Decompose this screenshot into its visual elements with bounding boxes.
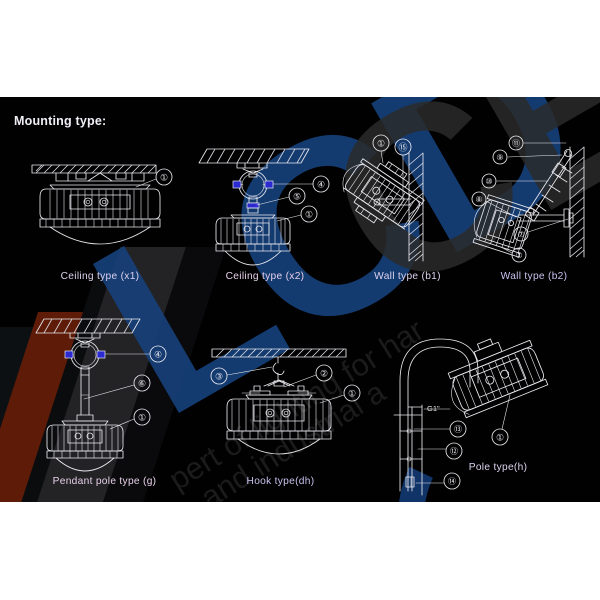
caption-ceiling-x1: Ceiling type (x1) (60, 271, 140, 282)
svg-text:⑦: ⑦ (517, 230, 524, 239)
svg-text:①: ① (377, 139, 385, 149)
mounting-brackets (55, 172, 145, 182)
luminaire-body-tilted (342, 158, 425, 230)
callout-10: ⑩ (481, 173, 549, 189)
svg-text:⑤: ⑤ (293, 192, 301, 202)
caption-pole-h: Pole type(h) (468, 462, 528, 473)
wall-surface (569, 146, 585, 258)
svg-text:⑪: ⑪ (512, 139, 520, 148)
callout-4: ④ (272, 175, 330, 193)
drawing-ceiling-x2: ④ ⑤ ① (198, 148, 330, 266)
callout-13: ⑬ (413, 420, 467, 438)
callout-1: ① (135, 168, 173, 188)
drawing-wall-b2: ⑪ ⑨ ⑩ ⑧ (471, 135, 585, 263)
callout-8: ⑧ (471, 191, 517, 218)
caption-hook-dh: Hook type(dh) (246, 476, 315, 487)
wall-surface (408, 152, 424, 262)
hook-assembly (241, 356, 317, 396)
callout-14: ⑭ (415, 472, 461, 490)
figure-wall-b1: ① ⑮ Wall type (b1) (335, 129, 480, 282)
ceiling-surface (35, 318, 141, 334)
caption-wall-b2: Wall type (b2) (500, 271, 568, 282)
svg-text:①: ① (515, 251, 522, 260)
figure-pole-h: G1" (378, 319, 588, 499)
svg-text:⑨: ⑨ (496, 153, 503, 162)
luminaire-body (46, 420, 124, 472)
callout-1: ① (109, 408, 151, 430)
caption-pendant-pole-g: Pendant pole type (g) (52, 476, 157, 487)
svg-text:⑩: ⑩ (485, 177, 492, 186)
ceiling-surface (31, 164, 157, 174)
svg-text:①: ① (160, 173, 168, 183)
svg-text:⑬: ⑬ (454, 425, 462, 434)
luminaire-body (39, 184, 161, 245)
svg-text:③: ③ (215, 372, 223, 382)
figure-hook-dh: ③ ② ① Hook type(dh) (198, 345, 363, 487)
luminaire-body-tilted (472, 194, 535, 258)
adjustable-strut (524, 149, 573, 222)
pole-mount-plate: G1" (393, 404, 451, 496)
svg-text:①: ① (305, 210, 313, 220)
callout-3: ③ (210, 366, 273, 385)
pole-arm (399, 338, 479, 492)
callout-11: ⑪ (508, 135, 567, 151)
caption-ceiling-x2: Ceiling type (x2) (225, 271, 305, 282)
callout-15: ⑮ (394, 138, 412, 198)
svg-text:④: ④ (317, 180, 325, 190)
mounting-type-panel: LCD CE pert of lighting for har and indu… (0, 97, 600, 502)
drawing-hook-dh: ③ ② ① (210, 348, 361, 455)
drawing-wall-b1: ① ⑮ (342, 134, 425, 262)
callout-1: ① (319, 384, 361, 404)
callout-1: ① (491, 394, 511, 446)
luminaire-body (215, 214, 291, 266)
ceiling-surface (211, 348, 347, 358)
callout-1: ① (500, 246, 527, 263)
mounting-arm (373, 198, 412, 206)
svg-text:⑭: ⑭ (448, 477, 456, 486)
callout-5: ⑤ (256, 187, 306, 206)
svg-text:⑧: ⑧ (475, 195, 482, 204)
pivot-bracket (232, 162, 274, 214)
svg-text:②: ② (320, 369, 328, 379)
luminaire-body (226, 394, 332, 455)
svg-text:④: ④ (154, 350, 162, 360)
caption-wall-b1: Wall type (b1) (374, 271, 441, 282)
svg-text:⑫: ⑫ (450, 447, 458, 456)
callout-4: ④ (104, 345, 167, 363)
callout-1: ① (372, 134, 390, 164)
figure-wall-b2: ⑪ ⑨ ⑩ ⑧ (470, 129, 598, 282)
figure-ceiling-x1: ① Ceiling type (x1) (20, 157, 180, 282)
callout-12: ⑫ (417, 442, 463, 460)
svg-text:⑥: ⑥ (138, 379, 146, 389)
pendant-pole (76, 374, 94, 422)
drawing-pendant-pole-g: ④ ⑥ ① (35, 318, 167, 472)
ceiling-surface (198, 148, 310, 164)
callout-1: ① (276, 205, 318, 223)
luminaire-head (447, 338, 549, 419)
svg-text:①: ① (138, 413, 146, 423)
callout-2: ② (283, 364, 333, 388)
drawing-pole-h: G1" (393, 338, 549, 496)
svg-text:①: ① (496, 433, 504, 443)
figure-pendant-pole-g: ④ ⑥ ① Pendant pole type (g) (22, 315, 187, 487)
drawing-ceiling-x1: ① (31, 164, 173, 245)
svg-text:⑮: ⑮ (398, 143, 407, 153)
horizontal-arm (517, 208, 574, 228)
page-title: Mounting type: (14, 114, 107, 129)
callout-6: ⑥ (83, 374, 151, 400)
svg-text:①: ① (348, 389, 356, 399)
callout-9: ⑨ (492, 149, 563, 165)
thread-label: G1" (427, 404, 440, 413)
callout-7: ⑦ (513, 218, 569, 242)
pivot-bracket (64, 332, 106, 376)
figure-ceiling-x2: ④ ⑤ ① Ceiling type (x2) (185, 129, 345, 282)
